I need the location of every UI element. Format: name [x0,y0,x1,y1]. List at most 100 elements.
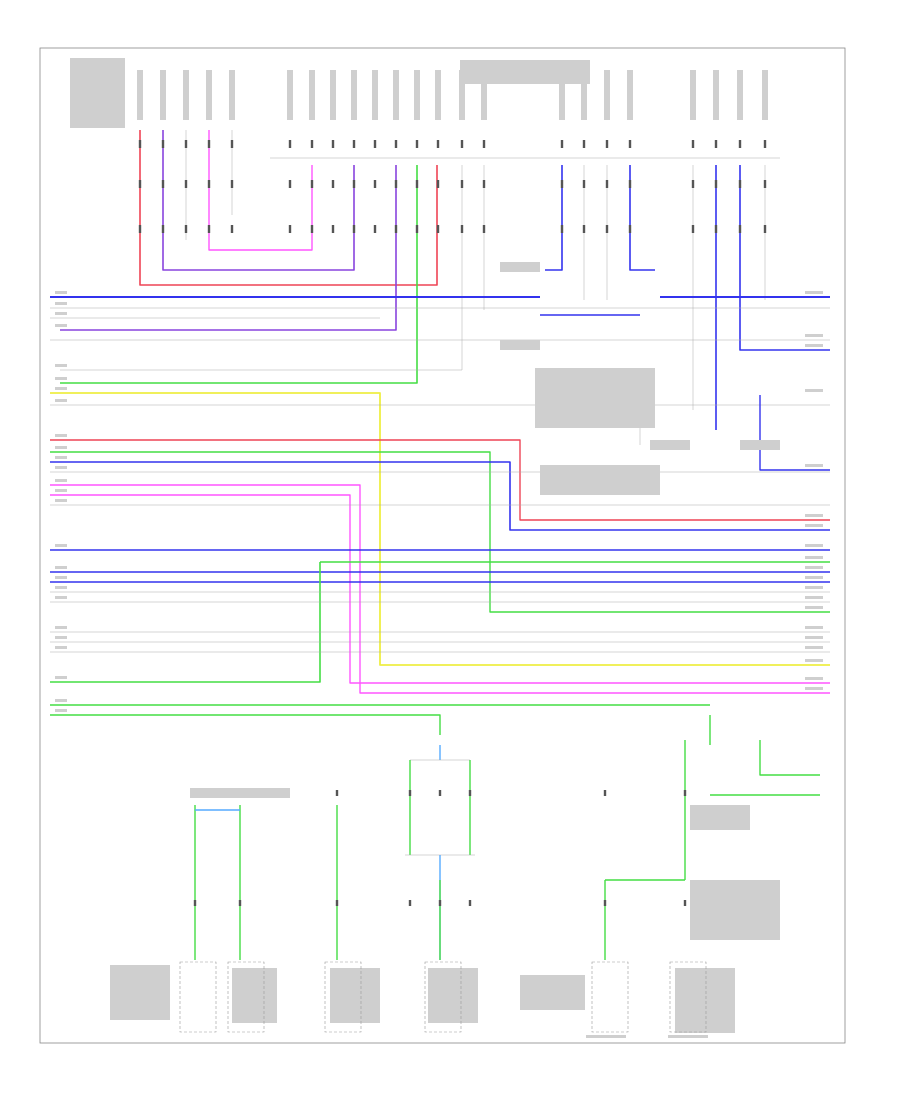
component-box-1 [179,961,217,1033]
left-row-label-4 [55,364,67,367]
top-connector-17 [605,140,609,148]
label-layer [55,58,823,1038]
top-connector-c-15 [560,225,564,233]
left-row-label-5 [55,377,67,380]
top-connector-b-12 [436,180,440,188]
top-connector-b-10 [394,180,398,188]
left-row-label-8 [55,434,67,437]
right-row-label-19 [805,687,823,690]
top-pin-label-16 [581,70,587,120]
annotation-3 [650,440,690,450]
left-row-label-20 [55,626,67,629]
right-row-label-1 [805,334,823,337]
component-label-6 [675,968,735,1033]
top-pin-label-4 [229,70,235,120]
top-pin-label-22 [762,70,768,120]
top-connector-c-17 [605,225,609,233]
top-connector-b-4 [230,180,234,188]
top-connector-11 [415,140,419,148]
top-connector-b-2 [184,180,188,188]
wire-yellow-long [50,392,830,666]
left-row-label-0 [55,291,67,294]
left-row-label-11 [55,466,67,469]
top-connector-c-2 [184,225,188,233]
top-connector-c-13 [460,225,464,233]
left-row-label-24 [55,699,67,702]
top-connector-b-1 [161,180,165,188]
wire-blue-630 [629,165,655,271]
footer-mark-2 [668,1035,708,1038]
right-row-label-8 [805,556,823,559]
top-connector-20 [714,140,718,148]
component-label-1 [110,965,170,1020]
top-connector-c-14 [482,225,486,233]
annotation-2 [500,340,540,350]
top-connector-4 [230,140,234,148]
top-connector-b-19 [691,180,695,188]
left-row-label-12 [55,479,67,482]
right-row-label-13 [805,606,823,609]
top-pin-label-2 [183,70,189,120]
top-pin-label-20 [713,70,719,120]
top-connector-b-13 [460,180,464,188]
top-connector-7 [331,140,335,148]
left-row-label-21 [55,636,67,639]
top-connector-14 [482,140,486,148]
top-connector-1 [161,140,165,148]
top-left-component-label [70,58,125,128]
component-label-5 [520,975,585,1010]
component-layer [179,961,707,1033]
bottom-connector-a-7 [683,790,687,796]
wire-red-top [139,130,438,286]
component-box-4 [424,961,462,1033]
top-connector-5 [288,140,292,148]
annotation-block-2 [540,465,660,495]
top-pin-label-7 [330,70,336,120]
component-label-4 [428,968,478,1023]
component-box-3 [324,961,362,1033]
left-row-label-17 [55,576,67,579]
diagram-frame [39,47,846,1044]
annotation-1 [500,262,540,272]
right-row-label-16 [805,646,823,649]
wire-green-760 [759,740,820,776]
top-connector-22 [763,140,767,148]
top-connector-c-1 [161,225,165,233]
right-row-label-11 [805,586,823,589]
wire-blue-462 [50,461,830,531]
bottom-connector-a-6 [603,790,607,796]
top-connector-3 [207,140,211,148]
left-row-label-15 [55,544,67,547]
top-pin-label-5 [287,70,293,120]
right-row-label-12 [805,596,823,599]
top-pin-label-0 [137,70,143,120]
top-connector-8 [352,140,356,148]
top-connector-b-5 [288,180,292,188]
component-label-top-1 [190,788,290,798]
wire-purple-top [162,130,355,271]
top-connector-b-9 [373,180,377,188]
component-label-top-2 [690,805,750,830]
bottom-connector-b-5 [468,900,472,906]
top-connector-b-7 [331,180,335,188]
top-pin-label-15 [559,70,565,120]
bottom-connector-b-2 [335,900,339,906]
wire-blue-760 [759,395,830,471]
top-connector-b-17 [605,180,609,188]
wire-green-417 [60,165,418,384]
top-connector-21 [738,140,742,148]
top-pin-label-18 [627,70,633,120]
left-row-label-22 [55,646,67,649]
top-connector-b-6 [310,180,314,188]
top-connector-c-8 [352,225,356,233]
left-row-label-10 [55,456,67,459]
left-row-label-23 [55,676,67,679]
right-row-label-0 [805,291,823,294]
left-row-label-19 [55,596,67,599]
wire-blue-562 [545,165,563,271]
component-label-2 [232,968,277,1023]
bottom-connector-a-5 [468,790,472,796]
top-connector-c-12 [436,225,440,233]
left-row-label-3 [55,324,67,327]
bottom-connector-a-2 [335,790,339,796]
